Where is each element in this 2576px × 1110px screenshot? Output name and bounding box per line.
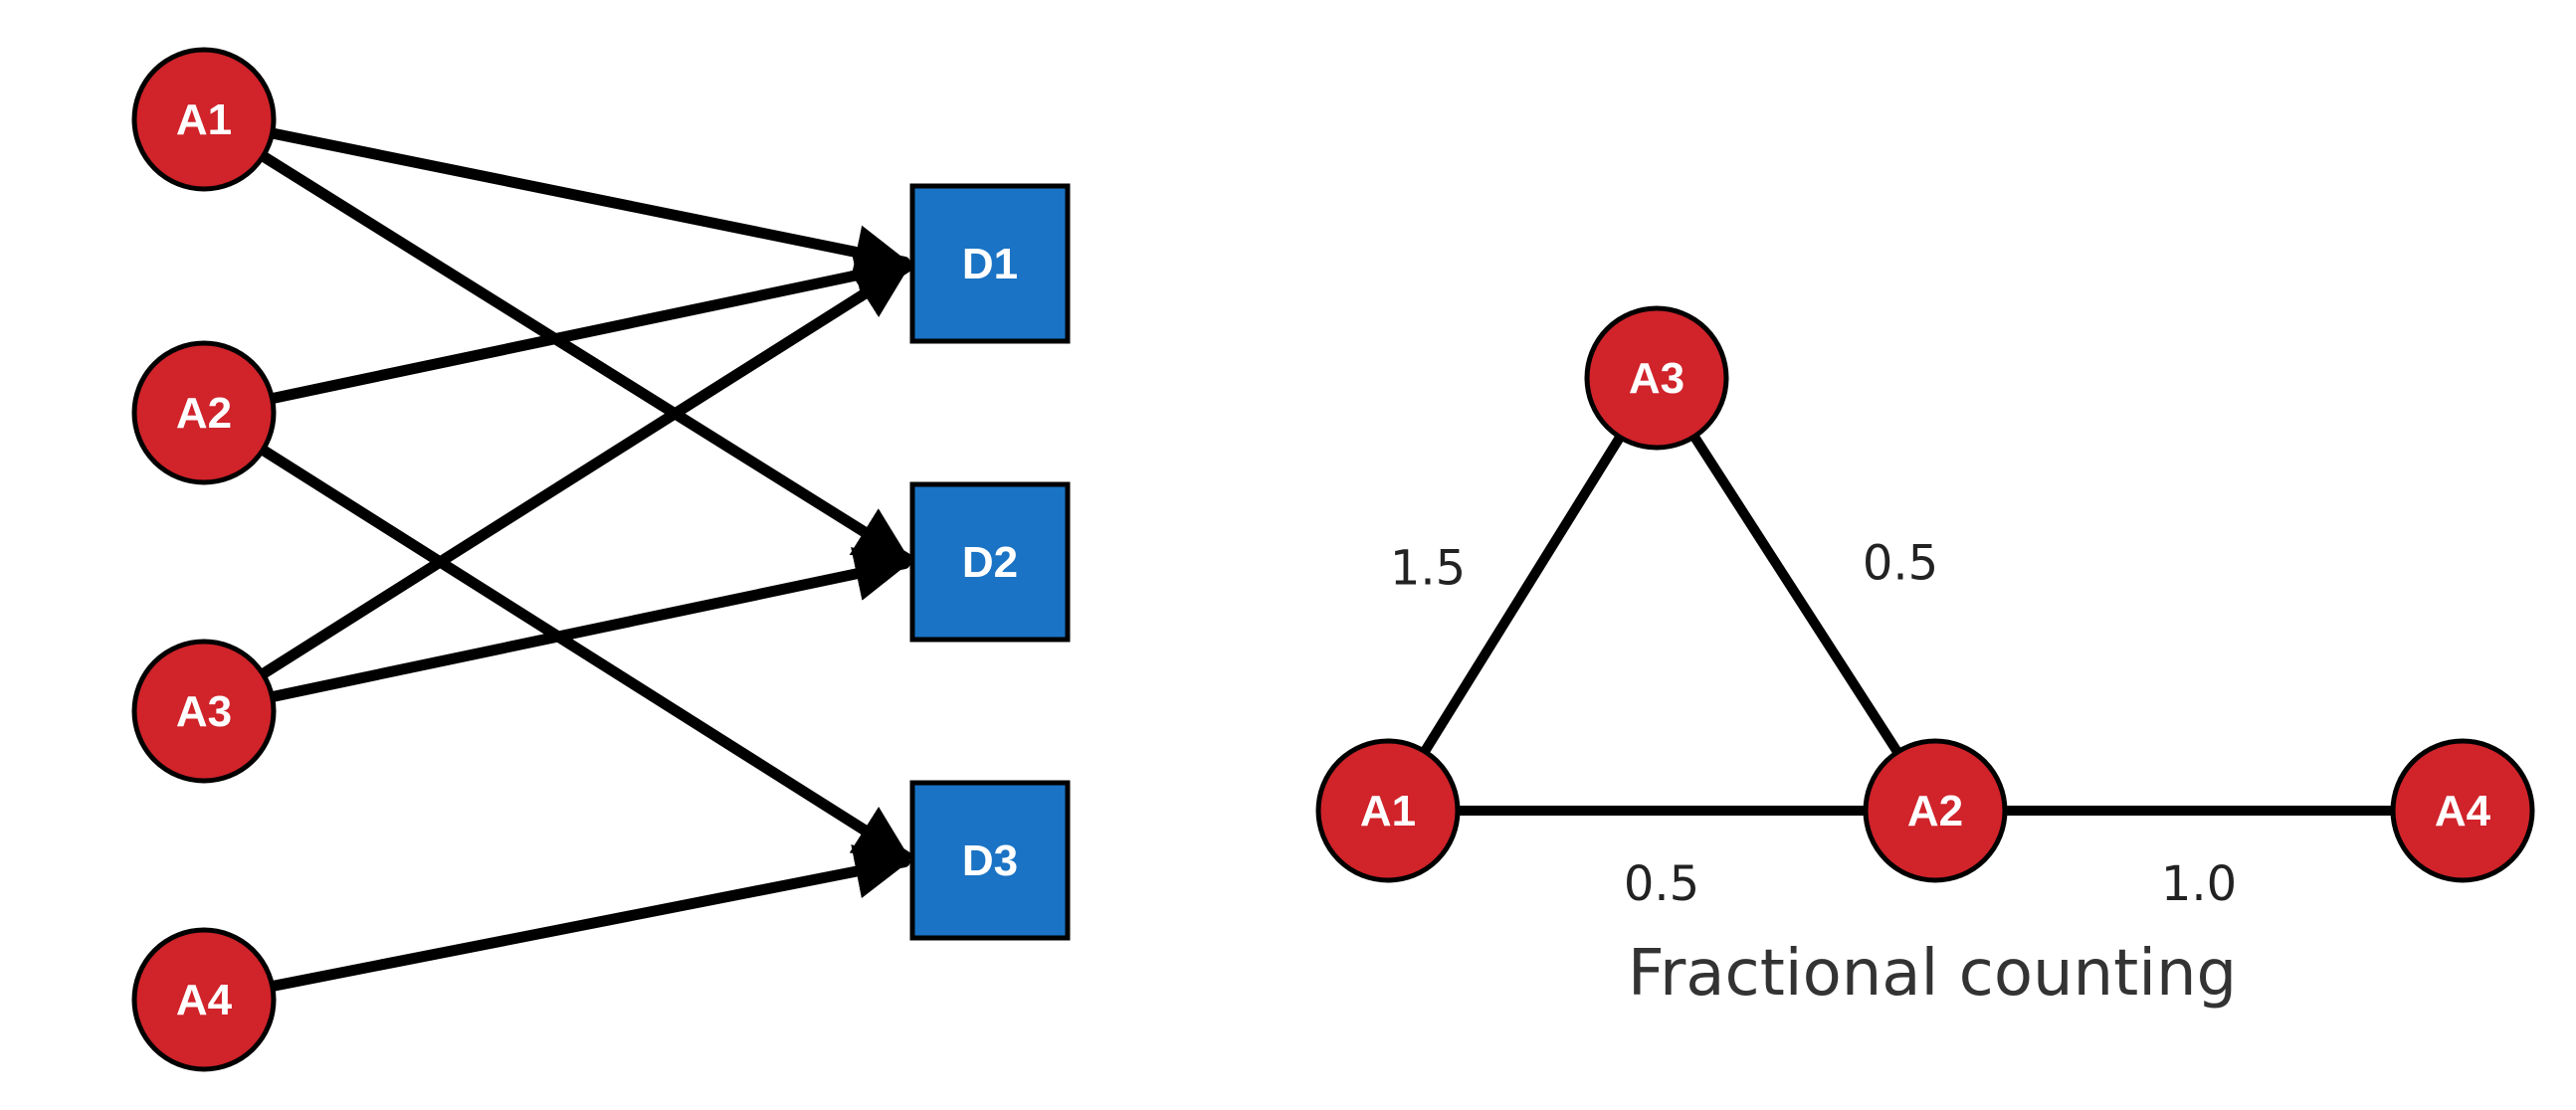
edge-weight-label: 1.0 (2161, 856, 2237, 912)
arrow-a3-d1 (257, 262, 911, 680)
edge-line (1383, 375, 1662, 814)
author-label: A2 (176, 389, 232, 438)
author-circle (131, 47, 277, 192)
coauthor-node-a1: A1 (1315, 738, 1461, 883)
author-circle (131, 639, 277, 784)
author-circle (1584, 305, 1729, 451)
author-label: A3 (1629, 354, 1684, 403)
author-label: A1 (1360, 787, 1416, 835)
author-node-a2: A2 (131, 340, 277, 485)
document-label: D3 (962, 836, 1018, 885)
arrow-a2-d3 (257, 444, 911, 862)
arrow-a1-d2 (257, 150, 911, 564)
author-label: A4 (2435, 787, 2491, 835)
edge-weight-label: 1.5 (1390, 541, 1466, 597)
edge-weight-label: 0.5 (1863, 536, 1938, 592)
author-label: A1 (176, 95, 232, 144)
arrow-a4-d3 (267, 844, 910, 992)
coauthor-node-a4: A4 (2390, 738, 2535, 883)
coauthor-edge-a2-a4: 1.0 (1935, 806, 2463, 912)
document-label: D1 (962, 240, 1018, 288)
author-node-a3: A3 (131, 639, 277, 784)
author-circle (131, 927, 277, 1072)
edge-weight-label: 0.5 (1624, 856, 1699, 912)
arrow-a3-d2 (266, 546, 910, 703)
author-label: A3 (176, 687, 232, 736)
author-node-a4: A4 (131, 927, 277, 1072)
author-circle (1863, 738, 2008, 883)
author-label: A4 (176, 976, 233, 1024)
author-circle (131, 340, 277, 485)
author-label: A2 (1907, 787, 1963, 835)
coauthor-node-a2: A2 (1863, 738, 2008, 883)
bipartite-edges (257, 127, 911, 992)
coauthor-node-a3: A3 (1584, 305, 1729, 451)
document-node-d1: D1 (909, 183, 1071, 344)
arrow-a1-d1 (267, 127, 910, 279)
author-circle (2390, 738, 2535, 883)
edge-line (1652, 375, 1940, 814)
coauthor-edge-a3-a2: 0.5 (1652, 375, 1940, 814)
document-label: D2 (962, 538, 1018, 587)
coauthor-edge-a1-a3: 1.5 (1383, 375, 1662, 814)
author-circle (1315, 738, 1461, 883)
document-node-d2: D2 (909, 481, 1071, 643)
document-square (909, 481, 1071, 643)
document-square (909, 780, 1071, 941)
network-caption: Fractional counting (1628, 937, 2237, 1011)
coauthor-edge-a1-a2: 0.5 (1388, 806, 1935, 912)
author-node-a1: A1 (131, 47, 277, 192)
document-node-d3: D3 (909, 780, 1071, 941)
document-square (909, 183, 1071, 344)
arrow-a2-d1 (266, 248, 910, 405)
coauthorship-edges: 1.5 0.5 0.5 1.0 (1383, 375, 2463, 912)
